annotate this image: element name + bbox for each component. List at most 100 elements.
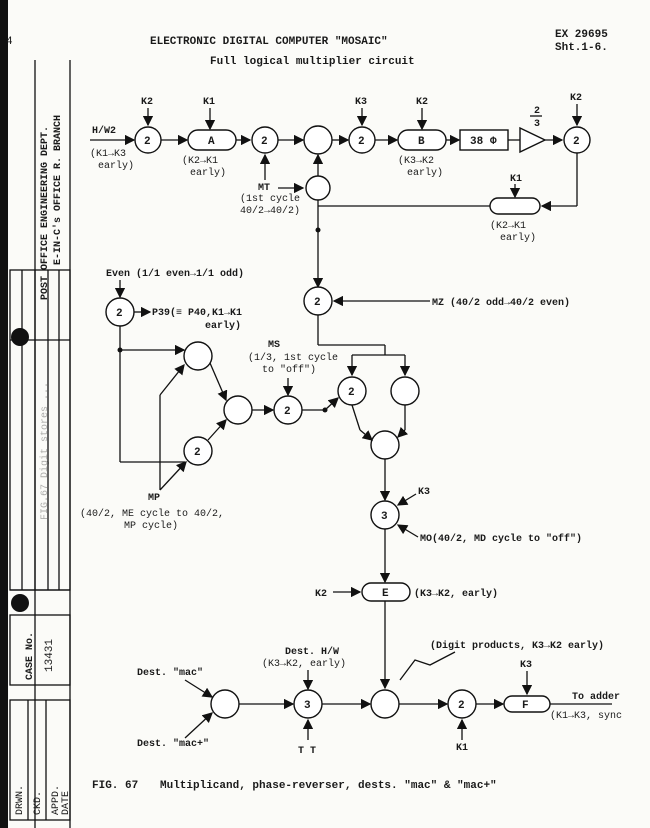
svg-text:2: 2: [458, 700, 465, 712]
e-cond: (K3→K2, early): [414, 588, 498, 600]
gate-top-right: 2: [563, 126, 591, 154]
date-label: DATE: [61, 791, 72, 815]
or-gate-r3: [370, 430, 400, 460]
k1-label-bottom: K1: [456, 743, 468, 754]
ref-number: EX 29695: [555, 29, 608, 41]
or-gate-r2: [390, 376, 420, 406]
even-label: Even (1/1 even→1/1 odd): [106, 268, 244, 280]
amplifier: [519, 126, 547, 154]
p39-label-2: early): [205, 320, 241, 332]
mp-cond-1: (40/2, ME cycle to 40/2,: [80, 508, 224, 520]
k2-label-e: K2: [315, 589, 327, 600]
amp-sub: 3: [534, 119, 540, 130]
figure-number: FIG. 67: [92, 780, 138, 792]
dest-hw-label-2: (K3→K2, early): [262, 658, 346, 670]
gate-top-1: 2: [134, 126, 162, 154]
k3-label-mid: K3: [418, 487, 430, 498]
or-gate-collect: [370, 689, 400, 719]
title-block: POST OFFICE ENGINEERING DEPT. E-IN-C's O…: [9, 60, 72, 828]
ms-cond-2: to "off"): [262, 364, 316, 376]
mp-label: MP: [148, 493, 160, 504]
hw2-label: H/W2: [92, 125, 116, 137]
a-cond-1: (K2→K1: [182, 155, 218, 167]
b-cond-2: early): [407, 167, 443, 179]
mt-label: MT: [258, 183, 270, 194]
to-adder-label: To adder: [572, 691, 620, 703]
or-gate-mid: [223, 395, 253, 425]
amp-label: 2: [534, 106, 540, 117]
k2-label-right: K2: [570, 93, 582, 104]
binding-hole-2: [11, 594, 29, 612]
or-gate-mt: [305, 175, 331, 201]
svg-text:38: 38: [470, 136, 484, 148]
svg-text:2: 2: [284, 406, 291, 418]
gate-ms: 2: [273, 395, 303, 425]
binding-hole-1: [11, 328, 29, 346]
register-a: A: [187, 129, 237, 151]
svg-text:2: 2: [194, 447, 201, 459]
dest-hw-label-1: Dest. H/W: [285, 646, 339, 658]
svg-text:2: 2: [261, 136, 268, 148]
gate-low-2: 2: [183, 436, 213, 466]
gate-top-2: 2: [251, 126, 279, 154]
svg-text:3: 3: [304, 700, 311, 712]
svg-text:B: B: [418, 136, 425, 148]
svg-text:F: F: [522, 700, 529, 712]
kr-cond-1: (K2→K1: [490, 220, 526, 232]
mt-cond-1: (1st cycle: [240, 193, 300, 205]
figure-caption: Multiplicand, phase-reverser, dests. "ma…: [160, 780, 497, 792]
svg-text:2: 2: [116, 308, 123, 320]
k3-label-top: K3: [355, 97, 367, 108]
left-border-stripe: [0, 0, 8, 828]
digit-products-label: (Digit products, K3→K2 early): [430, 640, 604, 652]
gate-t3: 3: [293, 689, 323, 719]
faint-sidebar-text: FIG.67 Digit stores ...: [39, 382, 51, 520]
k2-label-top-1: K2: [141, 97, 153, 108]
k3-label-f: K3: [520, 660, 532, 671]
corner-note: 4: [6, 36, 13, 48]
tt-label: T T: [298, 746, 316, 757]
kr-cond-2: early): [500, 232, 536, 244]
f-cond: (K1→K3, sync: [550, 710, 622, 722]
ms-cond-1: (1/3, 1st cycle: [248, 352, 338, 364]
or-gate-dest-mac: [210, 689, 240, 719]
k1-label-a: K1: [203, 97, 215, 108]
gate-mz: 2: [303, 286, 333, 316]
svg-text:2: 2: [314, 297, 321, 309]
svg-text:A: A: [208, 136, 215, 148]
checked-label: CKD.: [33, 791, 44, 815]
approved-label: APPD.: [51, 785, 62, 815]
hw2-cond-2: early): [98, 160, 134, 172]
svg-text:2: 2: [144, 136, 151, 148]
register-f: F: [503, 695, 551, 713]
svg-text:E: E: [382, 588, 389, 600]
ms-label: MS: [268, 340, 280, 351]
dest-macp-label: Dest. "mac+": [137, 738, 209, 750]
p39-label: P39(≡ P40,K1→K1: [152, 307, 242, 319]
k1-label-right: K1: [510, 174, 522, 185]
register-e: E: [361, 582, 411, 602]
k2-label-b: K2: [416, 97, 428, 108]
or-gate-top: [303, 125, 333, 155]
hw2-cond-1: (K1→K3: [90, 148, 126, 160]
svg-text:2: 2: [348, 387, 355, 399]
case-number: 13431: [44, 639, 56, 672]
svg-text:2: 2: [358, 136, 365, 148]
a-cond-2: early): [190, 167, 226, 179]
case-label: CASE No.: [25, 632, 36, 680]
gate-even: 2: [105, 297, 135, 327]
mz-label: MZ (40/2 odd→40/2 even): [432, 297, 570, 309]
branch-text: E-IN-C's OFFICE R. BRANCH: [52, 115, 64, 265]
subtitle: Full logical multiplier circuit: [210, 56, 415, 68]
mp-cond-2: MP cycle): [124, 520, 178, 532]
and-gate-mid-top: [183, 341, 213, 371]
delay-line-38: 38 Φ: [459, 129, 509, 151]
gate-3a: 3: [370, 500, 400, 530]
svg-text:3: 3: [381, 511, 388, 523]
register-b: B: [397, 129, 447, 151]
svg-text:Φ: Φ: [490, 136, 497, 148]
mo-label: MO(40/2, MD cycle to "off"): [420, 533, 582, 545]
gate-top-3: 2: [348, 126, 376, 154]
gate-r1: 2: [337, 376, 367, 406]
